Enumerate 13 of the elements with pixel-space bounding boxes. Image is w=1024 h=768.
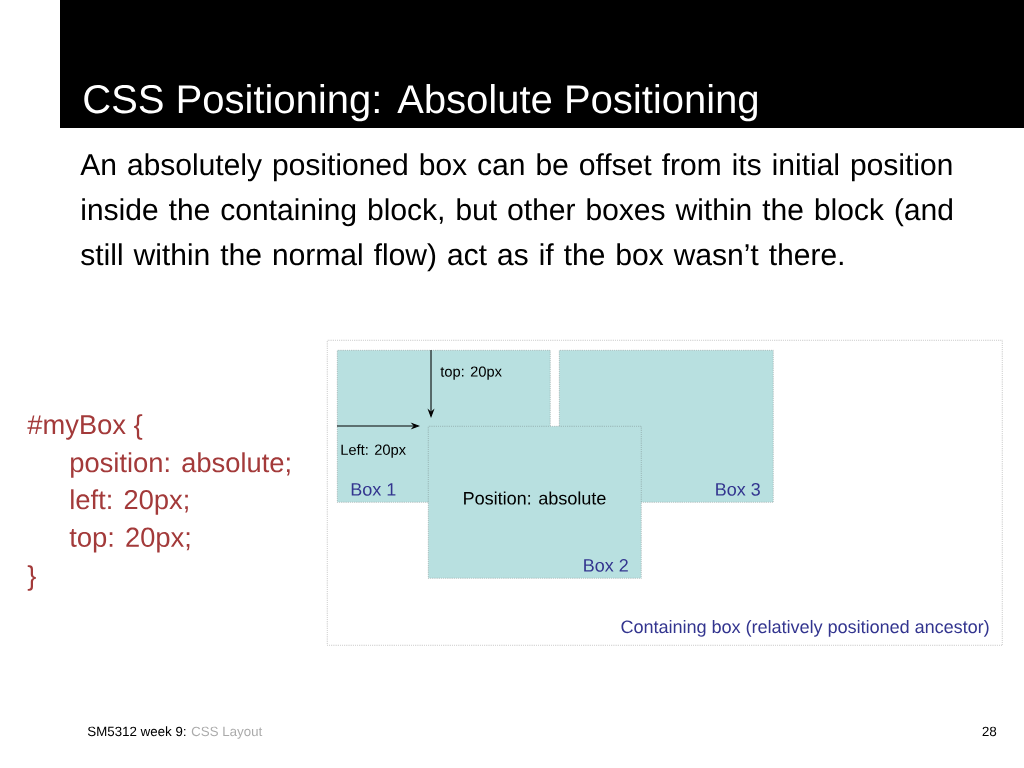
dimension-label: top: 20px: [440, 366, 502, 380]
box: Position: absolute Box 2: [428, 426, 642, 579]
code-line: position: absolute;: [71, 452, 290, 478]
code-line: left: 20px;: [71, 489, 188, 515]
footer-text: SM5312 week 9:: [87, 726, 186, 737]
page-number: 28: [982, 726, 997, 737]
title-bar: CSS Positioning: Absolute Positioning: [60, 0, 1024, 128]
footer-text: CSS Layout: [191, 726, 263, 739]
dimension-label: Left: 20px: [341, 444, 406, 458]
code-line: top: 20px;: [69, 527, 190, 553]
code-line: #myBox {: [27, 414, 143, 440]
code-line: }: [27, 565, 36, 591]
body-text: An absolutely positioned box can be offset from its initial position inside the containing block, but other boxes within the block (and still within the normal flow) act as if the box wasn’t there.: [80, 153, 952, 272]
